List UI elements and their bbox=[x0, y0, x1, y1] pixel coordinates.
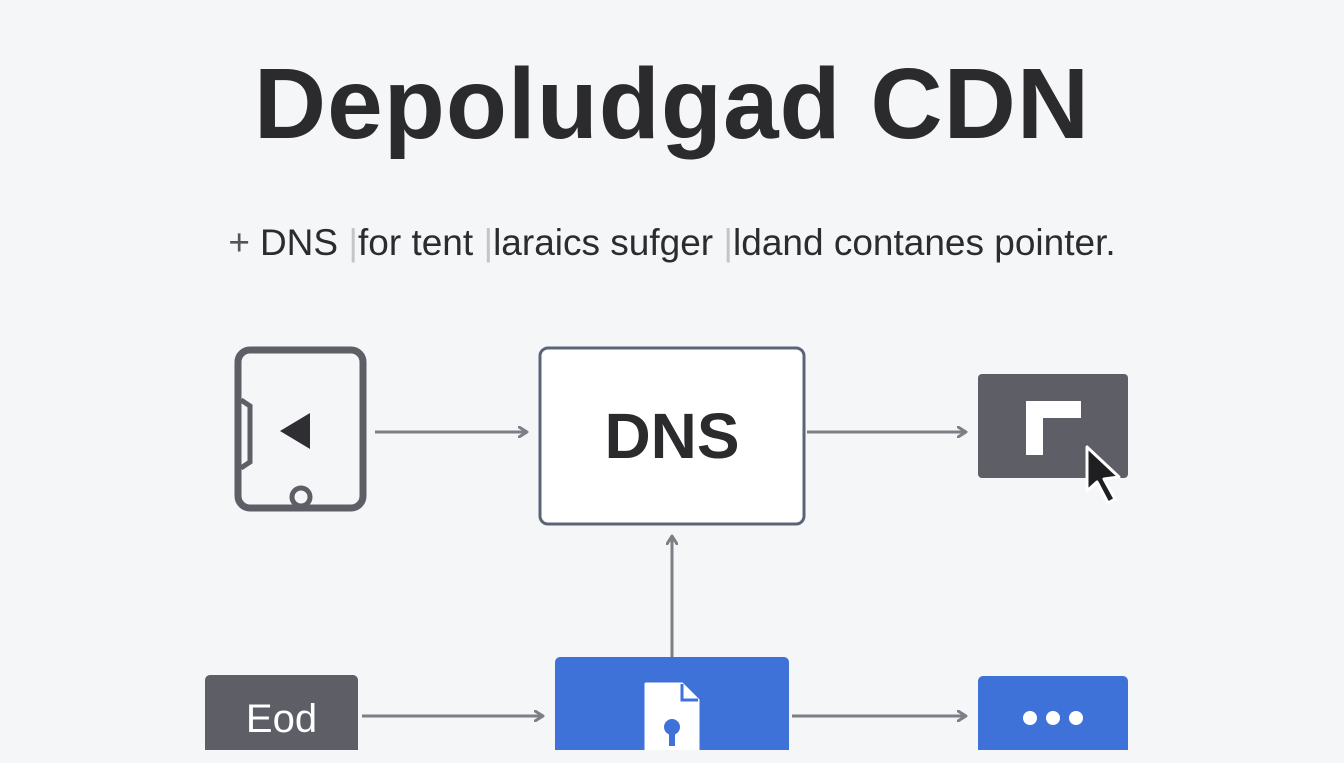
subtitle-separator: | bbox=[348, 222, 358, 263]
eod-box-label: Eod bbox=[245, 696, 318, 741]
subtitle-part-1: DNS bbox=[259, 222, 339, 263]
subtitle-separator: | bbox=[483, 222, 494, 263]
subtitle: +DNS |for tent |laraics sufger |ldand co… bbox=[0, 222, 1344, 264]
plus-icon: + bbox=[228, 222, 250, 263]
subtitle-separator: | bbox=[723, 222, 734, 263]
window-cursor-icon bbox=[978, 374, 1128, 505]
subtitle-part-2: for tent bbox=[357, 222, 474, 263]
page-title: Depoludgad CDN bbox=[253, 48, 1091, 160]
tablet-icon bbox=[234, 346, 367, 512]
dns-box bbox=[538, 346, 806, 526]
subtitle-part-4: ldand contanes pointer. bbox=[733, 222, 1116, 263]
dns-box-label: DNS bbox=[604, 400, 740, 472]
eod-box bbox=[205, 675, 358, 750]
subtitle-part-3: laraics sufger bbox=[493, 222, 714, 263]
play-back-icon bbox=[280, 413, 310, 449]
lock-file-icon bbox=[644, 682, 700, 750]
cursor-icon bbox=[1085, 445, 1121, 505]
ellipsis-icon bbox=[1023, 711, 1083, 725]
